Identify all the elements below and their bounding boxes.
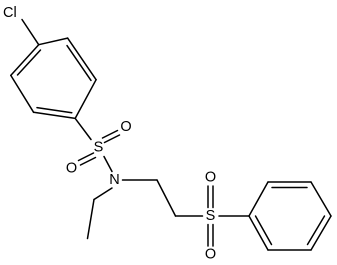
- atom-label-sulfonyl-oxygen-top: O: [205, 170, 216, 186]
- bond-s1-o-top-b: [103, 134, 121, 144]
- bond-ring-a2-a3: [66, 37, 97, 81]
- phenyl-ring: [248, 181, 332, 251]
- bond-s1-o-top-a: [101, 129, 119, 139]
- bond-ring-a6-a1-inner: [16, 49, 42, 76]
- bond-s1-n: [103, 155, 113, 173]
- bond-ring-a5-a6: [10, 74, 35, 114]
- bond-ph-b1-b2: [248, 181, 269, 217]
- bond-s1-o-bottom-a: [77, 152, 95, 162]
- bond-ph-b6-b1-inner: [254, 215, 273, 246]
- atom-label-chlorine: Cl: [3, 5, 17, 21]
- bond-n-ethyl-ch2: [93, 187, 113, 201]
- chlorophenyl-ring: [10, 37, 97, 120]
- atom-label-nitrogen: N: [109, 172, 119, 188]
- bond-ph-b3-b4: [310, 181, 332, 217]
- bond-s1-o-bottom-b: [79, 156, 97, 166]
- bond-ring-a1-a2: [37, 37, 69, 46]
- bond-ring-a3-a4: [74, 78, 97, 120]
- atom-label-sulfonyl-sulfur: S: [206, 208, 216, 224]
- bond-ph-b4-b5: [310, 215, 332, 251]
- bond-ring-a4-a5: [32, 111, 76, 120]
- bond-ring-a6-a1: [10, 43, 40, 77]
- atom-label-sulfonamide-oxygen-bottom: O: [66, 161, 77, 177]
- bond-ph-b4-b5-inner: [306, 215, 326, 246]
- bond-ring-a4-a5-inner: [36, 106, 73, 114]
- bond-ph-b6-b1: [248, 215, 269, 251]
- bond-ethyl-ch2-ch3: [86, 198, 95, 240]
- atom-label-sulfonyl-oxygen-bottom: O: [205, 247, 216, 263]
- bond-linker-ch2-ch2: [156, 179, 177, 217]
- bond-ring-a2-a3-inner: [66, 44, 92, 82]
- atom-label-sulfonamide-oxygen-top: O: [120, 119, 131, 135]
- atom-label-sulfonamide-sulfur: S: [94, 140, 104, 156]
- bond-c-cl: [21, 18, 40, 46]
- bond-ring-s1: [74, 117, 92, 141]
